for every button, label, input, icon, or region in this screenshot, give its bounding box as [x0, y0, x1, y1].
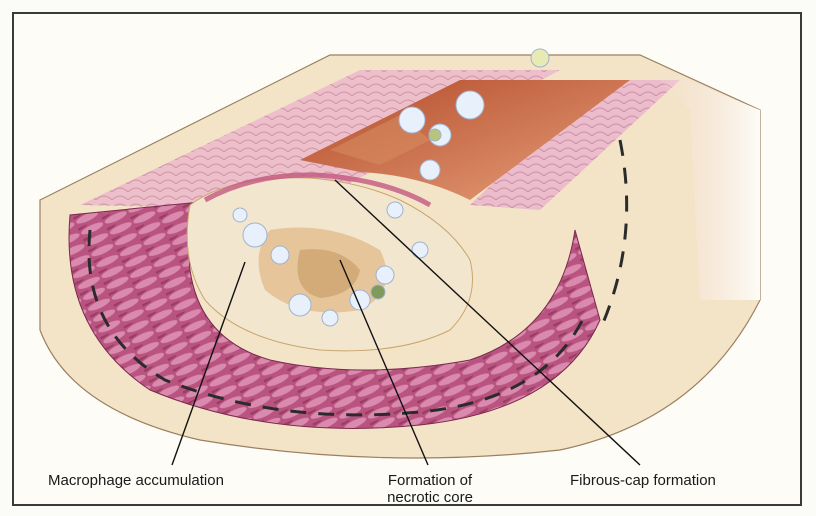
label-fibrous-cap-formation: Fibrous-cap formation	[570, 472, 716, 489]
label-macrophage-accumulation: Macrophage accumulation	[48, 472, 224, 489]
label-necrotic-core: Formation of necrotic core	[378, 472, 482, 506]
label-necrotic-line1: Formation of	[378, 472, 482, 489]
label-necrotic-line2: necrotic core	[378, 489, 482, 506]
